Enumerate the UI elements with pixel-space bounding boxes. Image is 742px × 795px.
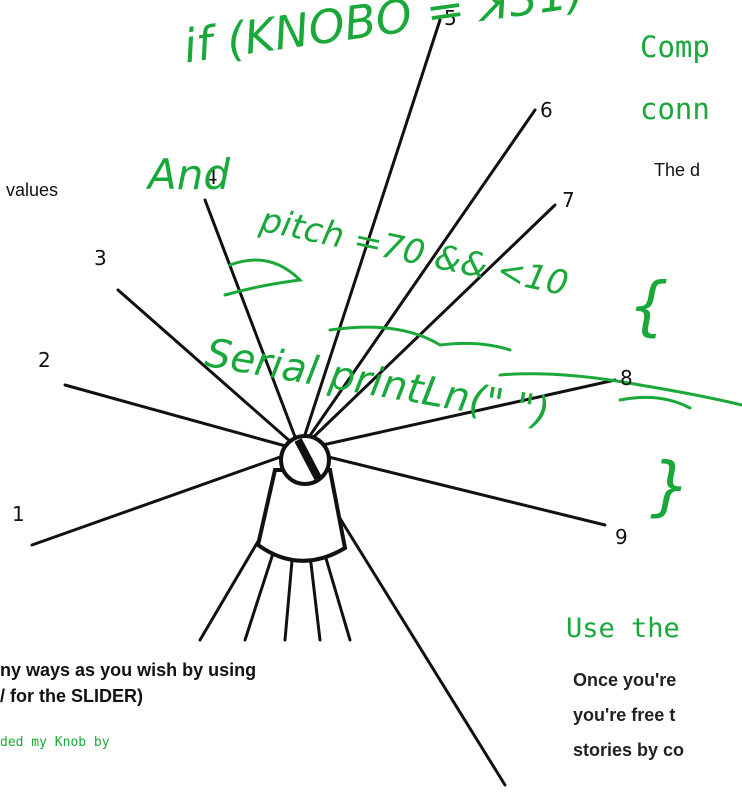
knob-label-4: 4	[205, 165, 218, 189]
spoke-10	[308, 468, 507, 787]
knob-note: ded my Knob by	[0, 735, 110, 750]
section-body-line-1: The d	[654, 160, 701, 180]
knob-label-2: 2	[38, 348, 51, 372]
values-label: values	[6, 180, 59, 200]
spoke-4	[203, 198, 302, 452]
knob-label-6: 6	[540, 98, 553, 122]
instruction-line-1-text: ny ways as you wish by using	[0, 660, 257, 680]
spoke-5	[298, 18, 442, 452]
spoke-1	[30, 448, 302, 547]
spoke-2	[63, 383, 302, 452]
knob-label-7: 7	[562, 188, 575, 212]
instruction-line-2-text: / for the	[0, 686, 71, 706]
knob-label-5: 5	[444, 6, 457, 30]
spoke-8	[298, 378, 617, 452]
use-heading: Use the	[566, 613, 680, 644]
section-heading-line-2: conn	[640, 92, 710, 126]
knob-label-3: 3	[94, 246, 107, 270]
spoke-3	[116, 288, 302, 452]
instruction-line-2: / for the SLIDER)	[0, 686, 143, 707]
instruction-line-1: ny ways as you wish by using	[0, 660, 256, 681]
handwritten-and: And	[148, 150, 231, 199]
slider-keyword: SLIDER)	[71, 686, 143, 706]
paragraph-line-1: Once you're	[573, 670, 677, 690]
knob-icon	[255, 434, 348, 563]
knob-label-1: 1	[12, 502, 25, 526]
spoke-6	[298, 108, 537, 452]
paragraph-line-2: you're free t	[573, 705, 676, 725]
paragraph-line-3: stories by co	[573, 740, 685, 760]
handwritten-open-brace: {	[628, 270, 669, 344]
spoke-7	[298, 203, 557, 452]
knob-label-8: 8	[620, 366, 633, 390]
knob-label-9: 9	[615, 525, 628, 549]
section-heading-line-1: Comp	[640, 30, 710, 64]
spoke-9	[298, 448, 607, 527]
handwritten-close-brace: }	[650, 450, 691, 524]
